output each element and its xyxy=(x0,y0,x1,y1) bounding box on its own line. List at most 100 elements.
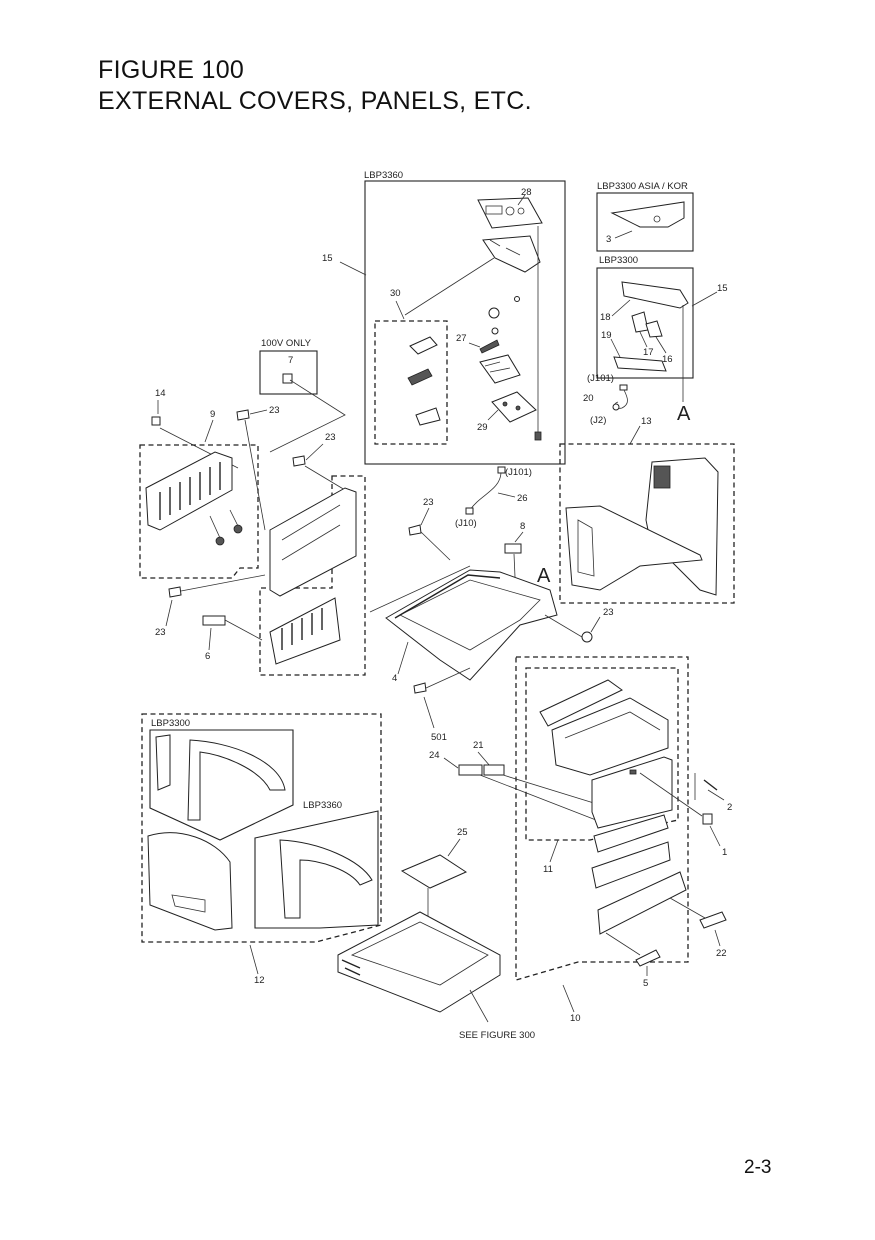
side-frame-dashed-box xyxy=(259,475,366,676)
switch-cap-part xyxy=(409,336,438,355)
screw-guide-line xyxy=(180,574,266,592)
side-frame-detail xyxy=(577,519,595,577)
callout-leader xyxy=(479,774,611,821)
callout-5: 5 xyxy=(643,978,648,989)
side-frame-detail xyxy=(281,504,341,561)
callout-1: 1 xyxy=(722,847,727,858)
connector-icon xyxy=(612,403,620,411)
connector-j101-center: (J101) xyxy=(505,467,532,478)
front-cover-10-group: 2 1 11 22 5 10 xyxy=(515,656,732,1024)
callout-6: 6 xyxy=(205,651,210,662)
connector-icon xyxy=(497,466,506,474)
callout-leader xyxy=(423,696,435,729)
callout-28: 28 xyxy=(521,187,532,198)
switch-cap-part xyxy=(407,368,433,386)
main-top-cover-part xyxy=(385,569,558,681)
label-sticker-icon xyxy=(483,764,505,776)
side-frame-part xyxy=(269,487,357,597)
callout-leader xyxy=(610,338,621,358)
lbp3300-panel-box xyxy=(596,267,694,379)
lbp3300-panel-cover-part xyxy=(621,281,689,309)
callout-leader xyxy=(709,825,721,847)
callout-leader xyxy=(204,419,214,443)
callout-leader xyxy=(517,194,526,206)
callout-3: 3 xyxy=(606,234,611,245)
100v-only-label: 100V ONLY xyxy=(261,338,312,349)
left-screw-group: 23 6 xyxy=(155,574,266,662)
callout-26: 26 xyxy=(517,493,528,504)
callout-15-right: 15 xyxy=(717,283,728,294)
lbp3300-panel-group: LBP3300 18 19 17 16 15 A xyxy=(596,255,728,425)
callout-leader xyxy=(562,984,575,1013)
tray-group: 25 SEE FIGURE 300 xyxy=(337,827,535,1041)
lower-grille-part xyxy=(269,597,341,665)
callout-leader xyxy=(369,565,471,613)
front-side-cover-part xyxy=(147,832,233,931)
lbp3360-control-panel-group: LBP3360 xyxy=(364,170,566,465)
callout-4: 4 xyxy=(392,673,397,684)
callout-leader xyxy=(395,300,405,320)
spring-part xyxy=(703,779,718,791)
callout-23-a: 23 xyxy=(269,405,280,416)
callout-30: 30 xyxy=(390,288,401,299)
front-panel-detail xyxy=(629,769,637,775)
callout-501: 501 xyxy=(431,732,447,743)
callout-leader xyxy=(691,291,718,307)
keypad-part xyxy=(479,339,500,354)
front-side-cover-detail xyxy=(171,894,206,913)
pcb-component xyxy=(502,401,508,407)
rear-cover-dashed-box xyxy=(139,444,259,579)
100v-only-box xyxy=(259,350,318,395)
front-panel-part xyxy=(591,756,673,829)
callout-leader xyxy=(549,839,559,863)
rear-cover-9-group: 14 9 xyxy=(139,388,259,579)
screw-icon xyxy=(413,682,427,694)
top-cover-dashed-box xyxy=(559,443,735,604)
lbp3360-cover-arm-part xyxy=(279,839,373,919)
callout-22: 22 xyxy=(716,948,727,959)
connector-j10: (J10) xyxy=(455,518,477,529)
callout-12: 12 xyxy=(254,975,265,986)
roller-part xyxy=(215,536,225,546)
callout-leader xyxy=(611,299,631,317)
label-sticker-icon xyxy=(151,416,161,426)
callout-leader xyxy=(339,261,367,276)
callout-leader xyxy=(443,757,459,769)
100v-only-group: 100V ONLY 7 xyxy=(259,338,318,395)
callout-leader xyxy=(605,932,641,956)
tray-front-part xyxy=(597,871,687,935)
callout-leader xyxy=(714,929,721,947)
callout-leader xyxy=(669,897,706,919)
callout-leader xyxy=(514,531,524,543)
callout-2: 2 xyxy=(727,802,732,813)
callout-leader xyxy=(269,379,346,453)
lbp3300-side-panel-part xyxy=(155,734,171,791)
callout-leader xyxy=(208,627,212,651)
callout-leader xyxy=(468,342,481,348)
screw-icon xyxy=(168,586,182,598)
side-frame-part xyxy=(565,505,703,591)
rear-cover-part xyxy=(145,451,233,531)
front-cover-hinge-part xyxy=(539,679,623,727)
callout-13: 13 xyxy=(641,416,652,427)
screw-guide-line xyxy=(425,667,471,689)
main-top-cover-edge xyxy=(394,574,501,619)
callout-17: 17 xyxy=(643,347,654,358)
callout-15-left: 15 xyxy=(322,253,333,264)
harness-20-group: (J101) 20 (J2) xyxy=(583,373,628,426)
callout-18: 18 xyxy=(600,312,611,323)
panel-button-icon xyxy=(505,206,515,216)
callout-leader xyxy=(614,230,633,239)
figure-number-title: FIGURE 100 xyxy=(98,56,245,84)
callout-leader xyxy=(487,409,499,421)
label-sticker-icon xyxy=(202,615,226,626)
callout-16: 16 xyxy=(662,354,673,365)
small-pin-part xyxy=(514,296,520,302)
vent-grille xyxy=(653,465,671,489)
callout-24: 24 xyxy=(429,750,440,761)
connector-icon xyxy=(465,507,474,515)
harness-cable xyxy=(469,472,502,511)
switch-cap-part xyxy=(415,407,441,426)
paper-tray-part xyxy=(337,911,501,1013)
